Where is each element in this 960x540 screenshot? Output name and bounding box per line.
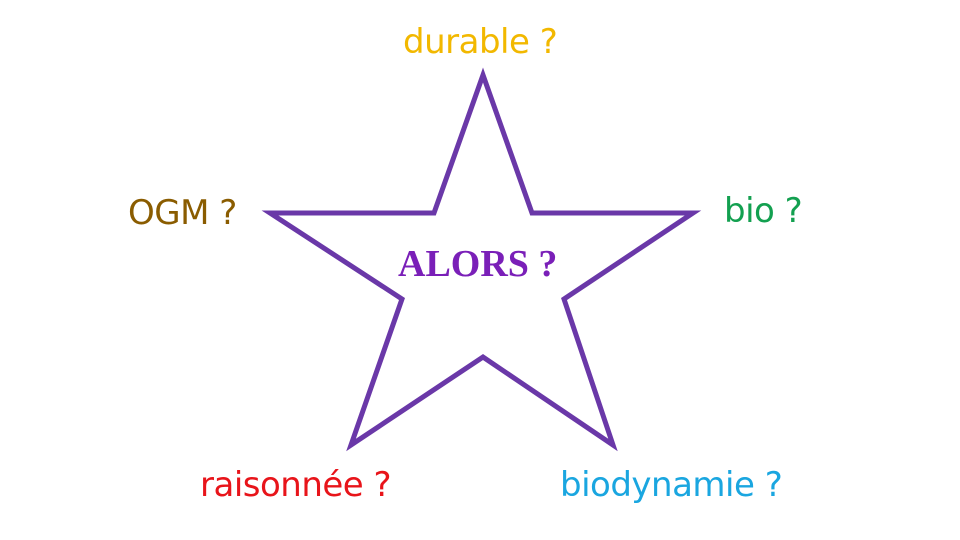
label-biodynamie: biodynamie ? [560, 465, 783, 505]
label-ogm: OGM ? [128, 193, 237, 233]
label-durable: durable ? [403, 22, 558, 62]
label-raisonnee: raisonnée ? [200, 465, 392, 505]
label-bio: bio ? [724, 191, 803, 231]
center-title: ALORS ? [398, 243, 558, 285]
star-outline [261, 67, 702, 452]
